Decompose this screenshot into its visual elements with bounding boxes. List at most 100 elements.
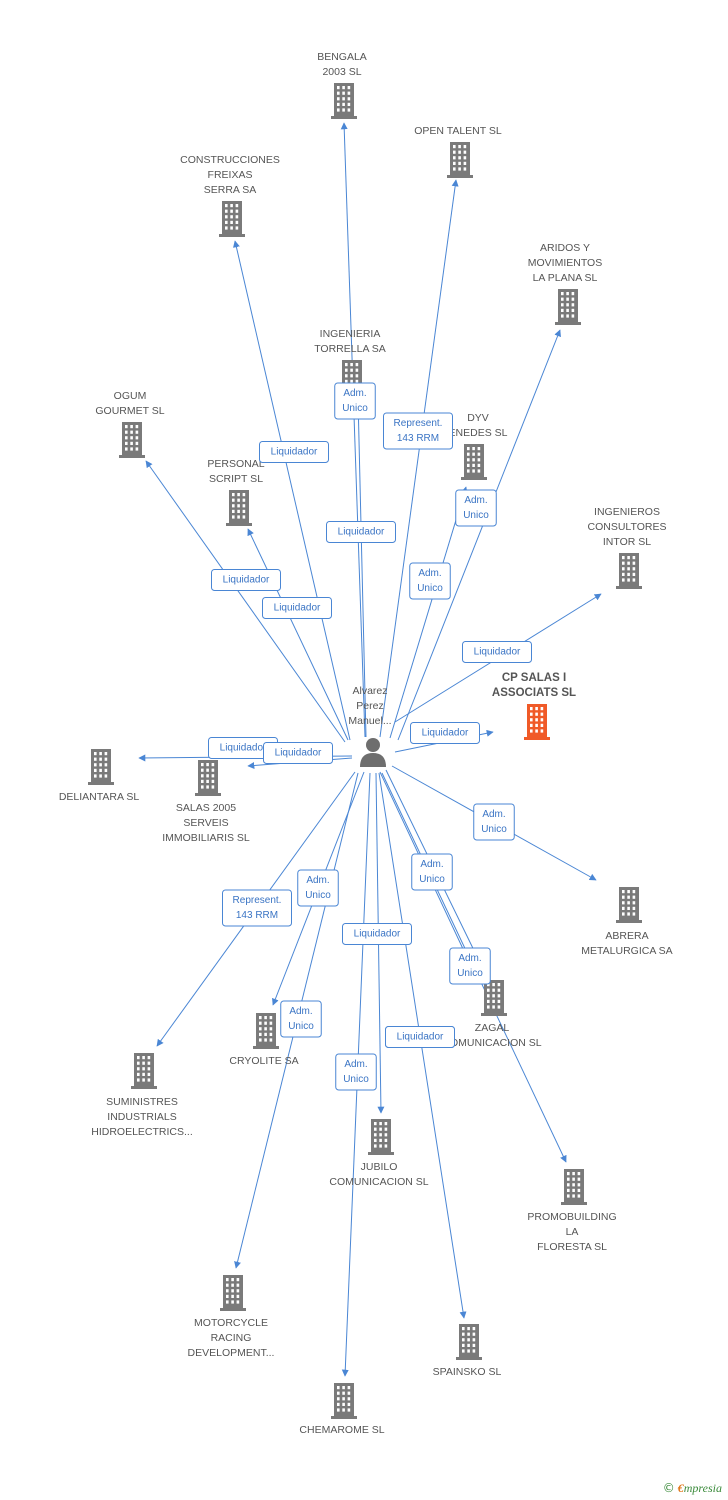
company-label: SCRIPT SL — [209, 473, 263, 485]
company-node-suministres[interactable]: SUMINISTRESINDUSTRIALSHIDROELECTRICS... — [91, 1053, 193, 1138]
company-label: DEVELOPMENT... — [188, 1347, 275, 1359]
building-icon — [447, 142, 473, 178]
edge-label-text: Liquidador — [220, 743, 267, 754]
company-node-abrera[interactable]: ABRERA METALURGICA SA — [581, 887, 673, 957]
company-label: GOURMET SL — [95, 405, 164, 417]
edge-label-text: Unico — [342, 403, 368, 414]
brand-initial: € — [677, 1481, 684, 1495]
building-icon — [461, 444, 487, 480]
edge-label-ogum: Liquidador — [211, 569, 281, 591]
company-label: DELIANTARA SL — [59, 791, 139, 803]
company-label: CONSTRUCCIONES — [180, 154, 280, 166]
edge-line-personal-script — [247, 528, 349, 741]
building-icon — [195, 760, 221, 796]
edge-label-box — [385, 1026, 455, 1048]
person-label: Perez — [356, 700, 383, 712]
edge-label-text: Represent. — [233, 895, 282, 906]
edge-label-text: Unico — [419, 874, 445, 885]
company-label: ASSOCIATS SL — [492, 687, 576, 699]
building-icon — [481, 980, 507, 1016]
edge-label-text: Adm. — [344, 1059, 367, 1070]
company-node-chemarome[interactable]: CHEMAROME SL — [299, 1383, 385, 1436]
company-node-cryolite[interactable]: CRYOLITE SA — [229, 1013, 299, 1067]
company-node-dyv[interactable]: DYV ENEDES SL — [449, 412, 508, 480]
edge-label-text: Unico — [417, 583, 443, 594]
company-label: JUBILO — [361, 1161, 398, 1173]
edge-line-ingenieria-torrella — [354, 397, 367, 738]
edge-label-ingenieria-torrella: Liquidador — [326, 521, 396, 543]
person-node[interactable]: AlvarezPerezManuel... — [348, 685, 392, 767]
company-label: CHEMAROME SL — [299, 1424, 384, 1436]
edge-label-construcciones-freixas: Liquidador — [259, 441, 329, 463]
company-label: CONSULTORES — [588, 521, 667, 533]
edge-label-text: Unico — [457, 968, 483, 979]
company-label: INGENIEROS — [594, 506, 660, 518]
edge-label-suministres: Represent.143 RRM — [222, 889, 292, 927]
company-node-open-talent[interactable]: OPEN TALENT SL — [414, 125, 502, 178]
edge-label-text: Liquidador — [274, 603, 321, 614]
company-label: SUMINISTRES — [106, 1096, 178, 1108]
building-icon — [331, 1383, 357, 1419]
edge-label-box — [411, 853, 453, 891]
edge-label-motorcycle: Adm.Unico — [280, 1000, 322, 1038]
building-icon — [88, 749, 114, 785]
edge-label-salas-2005: Liquidador — [263, 742, 333, 764]
edge-line-construcciones-freixas — [233, 240, 351, 741]
edge-label-box — [326, 521, 396, 543]
edge-label-text: 143 RRM — [397, 433, 439, 444]
edge-label-box — [335, 1053, 377, 1091]
edge-label-text: Unico — [343, 1074, 369, 1085]
company-node-ogum[interactable]: OGUM GOURMET SL — [95, 390, 165, 458]
edge-label-text: Adm. — [343, 388, 366, 399]
company-label: ENEDES SL — [449, 427, 508, 439]
company-label: OGUM — [114, 390, 147, 402]
edge-label-abrera: Adm. Unico — [473, 803, 515, 841]
company-label: COMUNICACION SL — [442, 1037, 541, 1049]
company-label: COMUNICACION SL — [329, 1176, 428, 1188]
edge-label-text: Adm. — [289, 1006, 312, 1017]
edge-label-box — [455, 489, 497, 527]
company-label: OPEN TALENT SL — [414, 125, 502, 137]
company-label: INTOR SL — [603, 536, 651, 548]
edge-label-text: Adm. — [482, 809, 505, 820]
company-node-deliantara[interactable]: DELIANTARA SL — [59, 749, 139, 803]
company-label: IMMOBILIARIS SL — [162, 832, 250, 844]
company-label: CRYOLITE SA — [229, 1055, 298, 1067]
company-label: MOVIMIENTOS — [528, 257, 602, 269]
company-label: FLORESTA SL — [537, 1241, 607, 1253]
building-icon — [331, 83, 357, 119]
edge-label-text: Unico — [481, 824, 507, 835]
edge-label-text: Liquidador — [422, 728, 469, 739]
edge-label-zagal: Adm.Unico — [449, 947, 491, 985]
edge-label-chemarome: Adm. Unico — [335, 1053, 377, 1091]
edge-label-text: Unico — [463, 510, 489, 521]
edge-label-box — [383, 412, 453, 450]
building-icon — [555, 289, 581, 325]
edge-label-box — [409, 562, 451, 600]
edge-label-text: Unico — [305, 890, 331, 901]
edge-label-text: Adm. — [306, 875, 329, 886]
company-label: FREIXAS — [208, 169, 253, 181]
company-label: DYV — [467, 412, 489, 424]
brand-footer: ©€mpresia — [663, 1481, 722, 1496]
edge-label-text: Adm. — [418, 568, 441, 579]
company-label: METALURGICA SA — [581, 945, 672, 957]
building-icon — [119, 422, 145, 458]
edge-label-box — [263, 742, 333, 764]
company-node-jubilo[interactable]: JUBILO COMUNICACION SL — [329, 1119, 429, 1188]
company-node-ingenieros-intor[interactable]: INGENIEROS CONSULTORES INTOR SL — [588, 506, 667, 589]
edge-label-cp-salas: Liquidador — [410, 722, 480, 744]
company-node-spainsko[interactable]: SPAINSKO SL — [433, 1324, 502, 1378]
company-label: ABRERA — [605, 930, 648, 942]
company-node-motorcycle[interactable]: MOTORCYCLERACINGDEVELOPMENT... — [188, 1275, 275, 1359]
edge-label-box — [462, 641, 532, 663]
